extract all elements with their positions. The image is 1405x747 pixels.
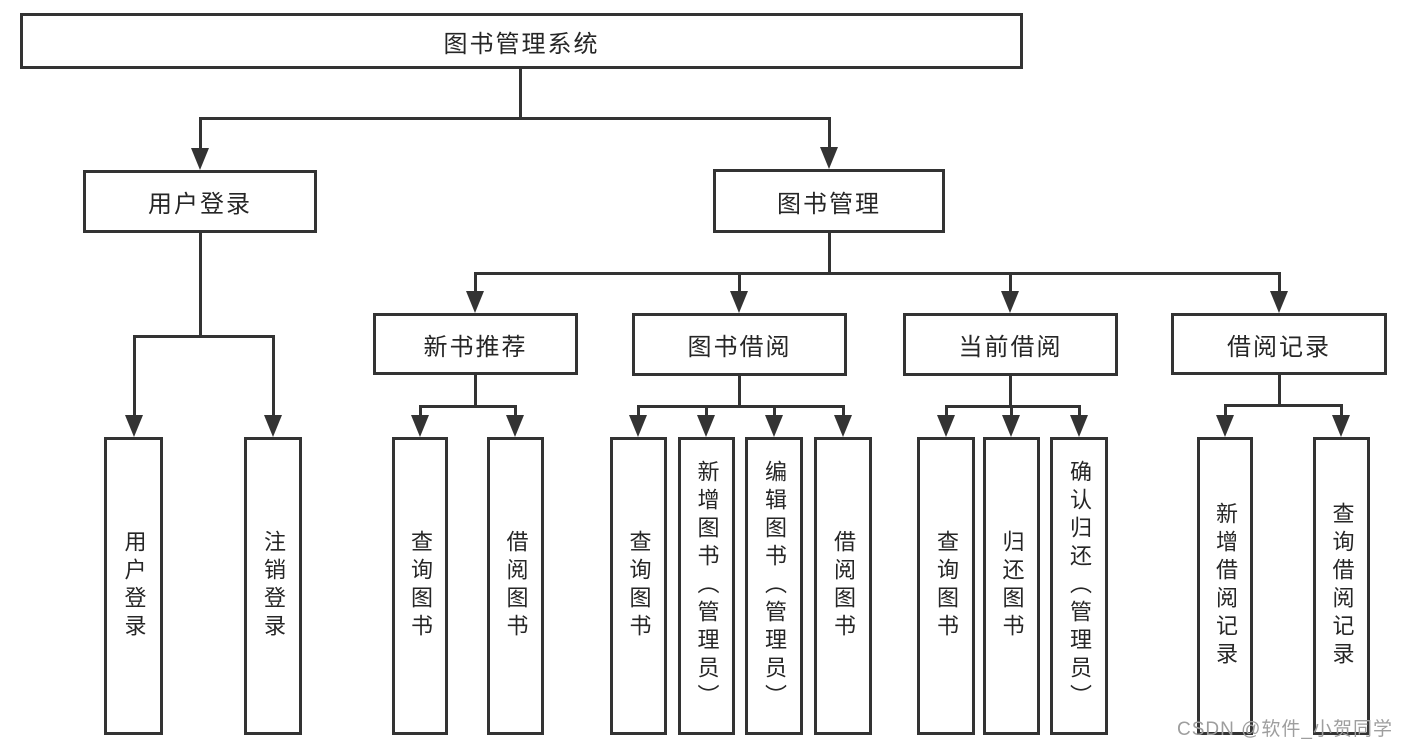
leaf-edit-book-admin: 编辑图书（管理员）	[745, 437, 803, 735]
leaf-query-borrow-record: 查询借阅记录	[1313, 437, 1370, 735]
arrow-stem	[132, 336, 136, 417]
arrow-stem	[513, 406, 517, 417]
leaf-query-books-1-label: 查询图书	[408, 530, 433, 642]
arrowhead-down-icon	[125, 415, 143, 437]
leaf-borrow-books-1: 借阅图书	[487, 437, 544, 735]
arrowhead-down-icon	[1070, 415, 1088, 437]
connector-line	[944, 404, 1081, 408]
arrow-stem	[1008, 273, 1012, 293]
node-book-management: 图书管理	[713, 169, 945, 233]
arrowhead-down-icon	[730, 291, 748, 313]
node-book-borrow: 图书借阅	[632, 313, 847, 376]
arrowhead-down-icon	[1332, 415, 1350, 437]
arrowhead-down-icon	[1002, 415, 1020, 437]
leaf-user-login: 用户登录	[104, 437, 163, 735]
arrow-stem	[1009, 406, 1013, 417]
arrowhead-down-icon	[820, 147, 838, 169]
node-borrow-records-label: 借阅记录	[1227, 333, 1331, 361]
arrowhead-down-icon	[191, 148, 209, 170]
arrow-stem	[827, 118, 831, 149]
arrow-stem	[271, 336, 275, 417]
leaf-confirm-return-admin: 确认归还（管理员）	[1050, 437, 1108, 735]
leaf-add-borrow-record: 新增借阅记录	[1197, 437, 1253, 735]
connector-line	[473, 271, 1281, 275]
arrow-stem	[704, 406, 708, 417]
leaf-borrow-books-2: 借阅图书	[814, 437, 872, 735]
connector-line	[827, 232, 831, 273]
arrowhead-down-icon	[1216, 415, 1234, 437]
leaf-query-books-3-label: 查询图书	[934, 530, 959, 642]
node-book-borrow-label: 图书借阅	[687, 334, 792, 361]
connector-line	[198, 116, 831, 120]
watermark: CSDN @软件_小贺同学	[1177, 719, 1393, 740]
arrowhead-down-icon	[411, 415, 429, 437]
arrowhead-down-icon	[765, 415, 783, 437]
connector-line	[737, 376, 741, 406]
node-book-management-label: 图书管理	[777, 190, 881, 218]
arrow-stem	[418, 406, 422, 417]
arrowhead-down-icon	[629, 415, 647, 437]
leaf-query-books-1: 查询图书	[392, 437, 448, 735]
node-current-borrow-label: 当前借阅	[958, 334, 1063, 361]
arrow-stem	[1223, 405, 1227, 417]
arrow-stem	[1277, 273, 1281, 293]
arrow-stem	[737, 273, 741, 293]
arrowhead-down-icon	[1270, 291, 1288, 313]
leaf-return-book: 归还图书	[983, 437, 1040, 735]
arrowhead-down-icon	[1001, 291, 1019, 313]
leaf-add-book-admin: 新增图书（管理员）	[678, 437, 735, 735]
connector-line	[1223, 403, 1343, 407]
leaf-borrow-books-1-label: 借阅图书	[503, 530, 529, 642]
arrow-stem	[1077, 406, 1081, 417]
node-new-book-recommend-label: 新书推荐	[423, 333, 528, 361]
leaf-return-book-label: 归还图书	[999, 530, 1025, 642]
leaf-query-books-2-label: 查询图书	[626, 530, 652, 642]
node-new-book-recommend: 新书推荐	[373, 313, 578, 375]
node-current-borrow: 当前借阅	[903, 313, 1118, 376]
node-root-label: 图书管理系统	[443, 30, 600, 58]
arrow-stem	[198, 118, 202, 150]
arrow-stem	[473, 273, 477, 293]
arrowhead-down-icon	[506, 415, 524, 437]
connector-line	[418, 404, 517, 408]
leaf-query-books-2: 查询图书	[610, 437, 667, 735]
arrowhead-down-icon	[466, 291, 484, 313]
connector-line	[198, 233, 202, 336]
connector-line	[518, 69, 522, 118]
leaf-logout-label: 注销登录	[261, 530, 286, 642]
leaf-query-books-3: 查询图书	[917, 437, 975, 735]
arrowhead-down-icon	[834, 415, 852, 437]
node-user-login: 用户登录	[83, 170, 317, 233]
arrow-stem	[944, 406, 948, 417]
leaf-confirm-return-admin-label: 确认归还（管理员）	[1067, 460, 1092, 712]
connector-line	[636, 404, 845, 408]
leaf-add-borrow-record-label: 新增借阅记录	[1213, 502, 1238, 670]
leaf-logout: 注销登录	[244, 437, 302, 735]
node-root: 图书管理系统	[20, 13, 1023, 69]
arrowhead-down-icon	[937, 415, 955, 437]
leaf-user-login-label: 用户登录	[121, 530, 147, 642]
leaf-borrow-books-2-label: 借阅图书	[831, 530, 856, 642]
connector-line	[132, 334, 275, 338]
leaf-query-borrow-record-label: 查询借阅记录	[1329, 502, 1355, 670]
connector-line	[473, 375, 477, 406]
arrowhead-down-icon	[697, 415, 715, 437]
arrow-stem	[841, 406, 845, 417]
arrowhead-down-icon	[264, 415, 282, 437]
connector-line	[1277, 375, 1281, 405]
arrow-stem	[772, 406, 776, 417]
arrow-stem	[1339, 405, 1343, 417]
leaf-edit-book-admin-label: 编辑图书（管理员）	[762, 460, 787, 712]
connector-line	[1008, 376, 1012, 406]
node-borrow-records: 借阅记录	[1171, 313, 1387, 375]
arrow-stem	[636, 406, 640, 417]
node-user-login-label: 用户登录	[148, 191, 252, 218]
leaf-add-book-admin-label: 新增图书（管理员）	[694, 460, 720, 712]
